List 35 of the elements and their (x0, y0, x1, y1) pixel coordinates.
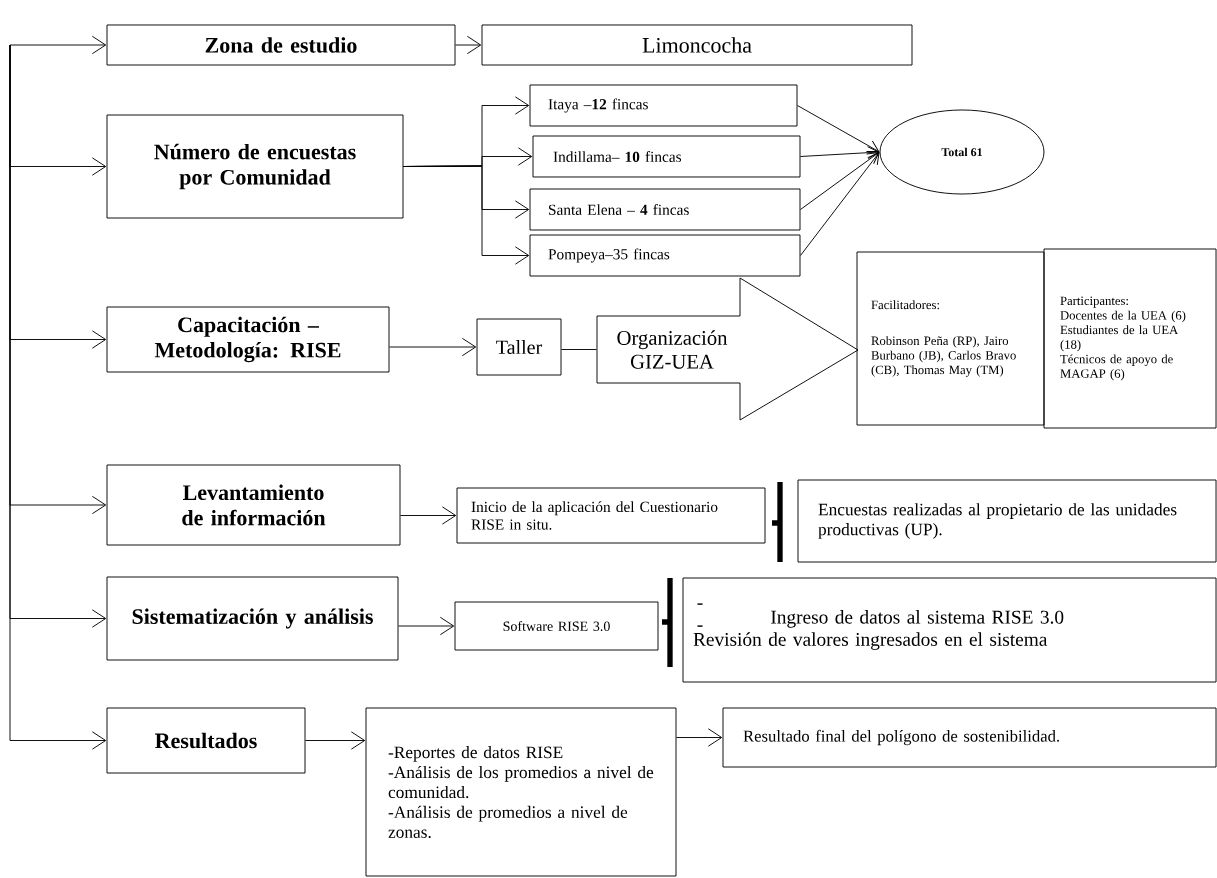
text-box: Número de encuestas por Comunidad (106, 114, 404, 219)
text-box: Capacitación – Metodología: RISE (106, 306, 390, 373)
arrow (389, 337, 477, 357)
arrow (800, 146, 880, 160)
list-dash: - (697, 603, 703, 605)
arrow (400, 506, 457, 525)
text-box: Facilitadores: Robinson Peña (RP), Jairo Burbano (JB), Carlos Bravo (CB), Thomas May (TM) (856, 251, 1045, 426)
text-box: Itaya –12 fincas (529, 84, 798, 127)
text-box: Resultados (106, 707, 306, 774)
arrow (797, 105, 880, 152)
arrow (800, 152, 880, 256)
arrow (305, 731, 366, 750)
arrow (398, 616, 455, 636)
text-box: Zona de estudio (106, 24, 456, 66)
text-box: Resultado final del polígono de sostenibilidad. (722, 707, 1217, 768)
text-box: Participantes: Docentes de la UEA (6) Estudiantes de la UEA (18) Técnicos de apoyo de MAGAP (6) (1043, 248, 1217, 429)
text-box: Indillama– 10 fincas (532, 135, 801, 178)
arrow (800, 152, 880, 210)
text-box: -Reportes de datos RISE -Análisis de los promedios a nivel de comunidad. -Análisis de promedios a nivel de zonas. (365, 707, 677, 877)
text-box: Levantamiento de información (106, 464, 401, 546)
arrow (676, 728, 723, 747)
text-box: Inicio de la aplicación del Cuestionario RISE in situ. (456, 487, 766, 544)
text-box: Software RISE 3.0 (454, 601, 659, 651)
text-box: Taller (476, 318, 562, 376)
list-dash: - (697, 625, 703, 627)
text-box: Santa Elena – 4 fincas (529, 188, 801, 231)
arrow (403, 165, 530, 265)
arrow (455, 35, 482, 55)
callout-box: Organización GIZ-UEA (596, 277, 859, 421)
text-box: Encuestas realizadas al propietario de las unidades productivas (UP). (797, 479, 1217, 563)
text-box: Sistematización y análisis (106, 576, 399, 661)
arrow (9, 35, 107, 55)
text-box: Pompeya–35 fincas (529, 234, 801, 277)
text-box: Limoncocha (481, 24, 913, 66)
arrow (9, 44, 107, 750)
